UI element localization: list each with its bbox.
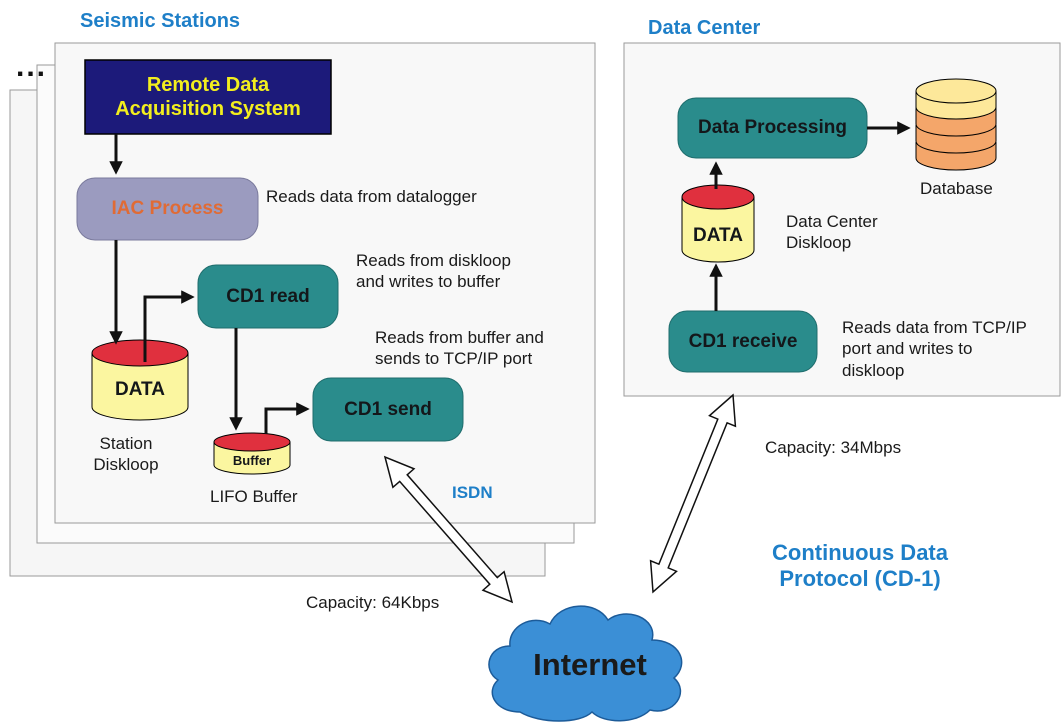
buffer-label: Buffer — [232, 452, 272, 468]
database-icon — [915, 78, 997, 171]
iac-process-label: IAC Process — [111, 198, 224, 219]
data-processing-label: Data Processing — [698, 117, 847, 138]
station-diskloop-label: Station Diskloop — [93, 434, 159, 475]
arrow-buffer-to-cd1-send — [264, 402, 310, 434]
protocol-label: Continuous Data Protocol (CD-1) — [772, 540, 948, 592]
cd1-send-box — [312, 377, 464, 442]
more-stations-ellipsis: ... — [16, 50, 48, 83]
internet-label: Internet — [533, 647, 647, 682]
cd1-receive-box — [668, 310, 818, 373]
seismic-stations-title: Seismic Stations — [80, 10, 241, 32]
cd1-read-box — [197, 264, 339, 329]
iac-process-note: Reads data from datalogger — [266, 187, 477, 206]
lifo-buffer-label: LIFO Buffer — [210, 487, 298, 506]
cd1-read-note: Reads from diskloop and writes to buffer — [356, 251, 511, 292]
station-data-label: DATA — [115, 379, 165, 400]
cd1-receive-label: CD1 receive — [688, 330, 798, 352]
cd1-receive-note: Reads data from TCP/IP port and writes t… — [842, 318, 1027, 380]
center-diskloop-label: Data Center Diskloop — [786, 212, 878, 253]
station-capacity-label: Capacity: 64Kbps — [306, 593, 440, 612]
remote-data-acquisition-label: Remote Data Acquisition System — [115, 74, 301, 120]
iac-process-box — [76, 177, 259, 241]
link-arrow-center-internet — [649, 393, 737, 594]
link-arrow-station-internet — [383, 455, 514, 604]
center-flow-arrows — [709, 121, 911, 311]
cd1-read-label: CD1 read — [226, 285, 310, 307]
isdn-label: ISDN — [452, 483, 493, 502]
station-diskloop-cylinder — [91, 339, 189, 421]
cd1-send-note: Reads from buffer and sends to TCP/IP po… — [375, 328, 544, 369]
station-flow-arrows — [109, 134, 310, 434]
center-data-label: DATA — [693, 225, 743, 246]
arrow-diskloop-to-cd1-read — [143, 290, 195, 362]
data-center-title: Data Center — [648, 17, 761, 39]
database-label: Database — [920, 179, 993, 198]
internet-cloud — [488, 605, 683, 722]
center-capacity-label: Capacity: 34Mbps — [765, 438, 902, 457]
cd1-send-label: CD1 send — [344, 398, 432, 420]
remote-data-acquisition-box — [84, 59, 332, 135]
data-center-diskloop-cylinder — [681, 184, 755, 263]
lifo-buffer-cylinder — [213, 432, 291, 475]
